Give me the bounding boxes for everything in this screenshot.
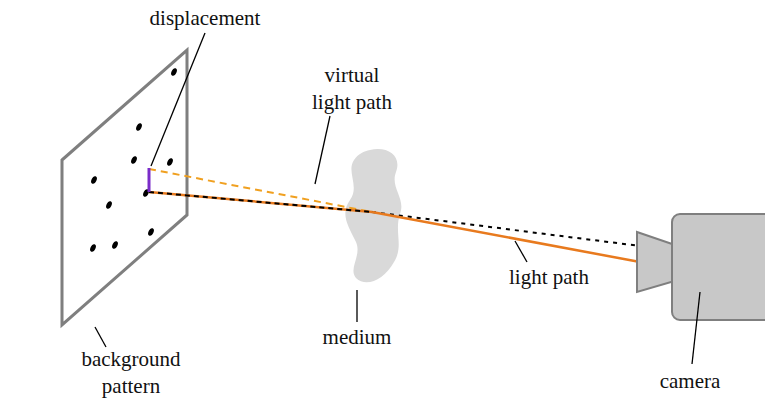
light-path-back [149,192,372,212]
virtual-path-label: virtual light path [305,62,400,116]
background-label: background pattern [72,346,190,400]
camera-symbol [637,214,765,320]
light-path-label: light path [489,264,609,291]
displacement-label: displacement [125,5,285,32]
straight-path-back [149,192,372,212]
light-path [372,212,640,262]
background-panel [62,50,187,325]
leader-lines [95,33,700,364]
medium-label: medium [307,324,407,351]
pattern-dots [89,67,178,252]
virtual-light-path [149,169,372,212]
displacement-marker [148,168,151,192]
straight-path [372,212,640,246]
camera-label: camera [640,368,740,395]
